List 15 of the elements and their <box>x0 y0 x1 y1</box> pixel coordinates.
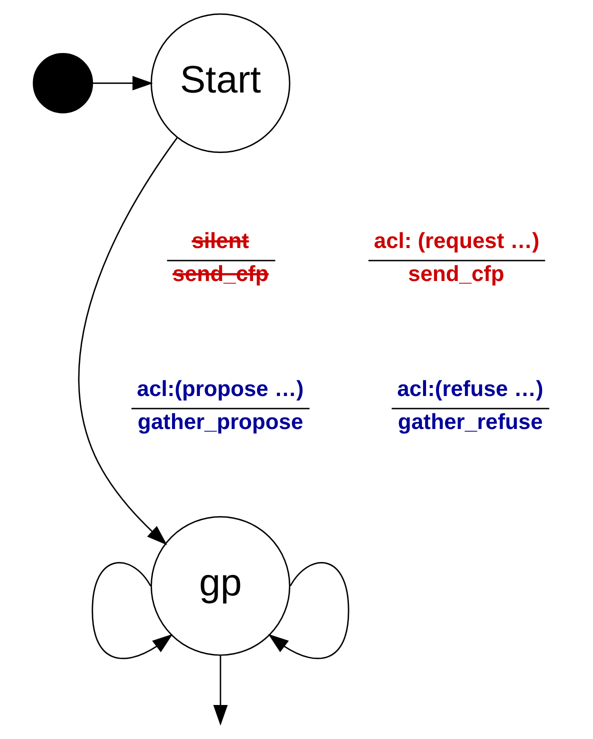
label: acl: (request …) <box>374 228 540 253</box>
node-circle <box>32 53 94 114</box>
arrow <box>78 137 178 546</box>
arrow <box>213 655 228 726</box>
label: send_cfp <box>172 260 269 286</box>
arrow <box>92 76 154 90</box>
arrow <box>92 562 173 660</box>
label: send_cfp <box>408 260 504 286</box>
label: acl:(refuse …) <box>397 376 544 401</box>
node-circle: Start <box>150 13 290 154</box>
label: silent <box>192 228 249 253</box>
label: acl:(propose …) <box>136 376 304 401</box>
label: gather_refuse <box>398 408 543 434</box>
label: gather_propose <box>138 408 304 434</box>
arrow <box>268 562 350 660</box>
